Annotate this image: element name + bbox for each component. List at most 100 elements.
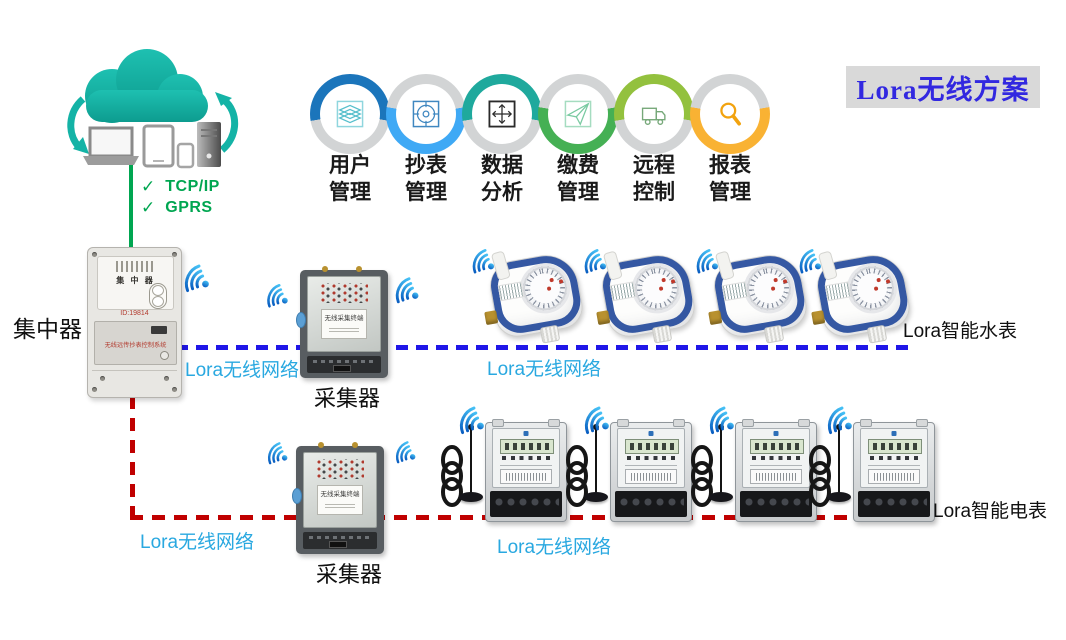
module-label-line2: 管理 (329, 181, 371, 204)
module-label: 报表 管理 (690, 152, 770, 206)
wifi-icon (391, 273, 431, 307)
collector-panel-text: 无线采集终端 (324, 315, 364, 322)
vent-grille (116, 261, 154, 272)
meter-body (853, 419, 935, 522)
module-label-line2: 管理 (557, 181, 599, 204)
lora-red-dashed-line-vertical (130, 396, 135, 520)
compass-arrows-icon (488, 100, 516, 128)
collector-front-panel: 无线采集终端 (303, 452, 377, 528)
module-label-line1: 缴费 (557, 154, 599, 177)
truck-icon (641, 107, 666, 125)
ring-report (690, 74, 770, 154)
water-meter (692, 243, 810, 345)
module-label-line1: 报表 (709, 154, 751, 177)
concentrator-panel-title: 集 中 器 (116, 276, 155, 285)
network-label-blue-1: Lora无线网络 (185, 360, 300, 381)
network-label-red-1: Lora无线网络 (140, 532, 255, 553)
water-meter (795, 243, 913, 345)
lcd-display (750, 439, 804, 454)
electric-meter (690, 402, 820, 522)
module-label-line2: 分析 (481, 181, 523, 204)
protocol-tcpip: TCP/IP (165, 177, 220, 195)
lcd-display (625, 439, 679, 454)
water-meter-label: Lora智能水表 (903, 321, 1018, 342)
terminal-block (490, 491, 562, 517)
concentrator-id-text: ID:19814 (120, 310, 149, 317)
concentrator-buttons (149, 283, 167, 309)
wifi-icon (795, 245, 833, 277)
meter-body (485, 419, 567, 522)
laptop-icon (83, 126, 139, 165)
wifi-icon (580, 402, 622, 438)
electric-meter (440, 402, 570, 522)
antenna-cable (691, 445, 713, 507)
electric-meter (565, 402, 695, 522)
layers-icon (336, 100, 364, 128)
ring-payment (538, 74, 618, 154)
module-label-line2: 管理 (709, 181, 751, 204)
ring-data-analysis (462, 74, 542, 154)
collector-panel-text: 无线采集终端 (320, 491, 360, 498)
indicator-leds (320, 283, 368, 303)
wifi-icon (692, 245, 730, 277)
electric-meter (808, 402, 938, 522)
module-label: 数据 分析 (462, 152, 542, 206)
concentrator-device: 集 中 器 ID:19814 无线远传抄表控制系统 (87, 247, 182, 398)
cloud-group (50, 44, 255, 172)
electric-meter-label: Lora智能电表 (933, 501, 1048, 522)
water-meter (468, 243, 586, 345)
water-meter (580, 243, 698, 345)
antenna-cable (566, 445, 588, 507)
wifi-icon (705, 402, 747, 438)
module-label-line1: 数据 (481, 154, 523, 177)
concentrator-display-panel: 集 中 器 (97, 256, 174, 310)
wifi-icon (468, 245, 506, 277)
lora-blue-dashed-line (176, 345, 916, 350)
collector-nameplate: 无线采集终端 (321, 309, 367, 339)
cloud-icon (85, 49, 208, 123)
meter-body (735, 419, 817, 522)
concentrator-system-text: 无线远传抄表控制系统 (104, 342, 167, 349)
module-data-analysis: 数据 分析 (462, 74, 542, 204)
ring-user-management (310, 74, 390, 154)
target-icon (412, 100, 440, 128)
paper-plane-icon (564, 100, 592, 128)
protocol-item: ✓ GPRS (141, 197, 220, 218)
wifi-icon (580, 245, 618, 277)
module-payment: 缴费 管理 (538, 74, 618, 204)
meter-body (610, 419, 692, 522)
module-label: 用户 管理 (310, 152, 390, 206)
module-report: 报表 管理 (690, 74, 770, 204)
tablet-icon (142, 124, 175, 168)
wifi-icon (263, 280, 299, 311)
lcd-display (500, 439, 554, 454)
ring-meter-reading (386, 74, 466, 154)
check-icon: ✓ (141, 176, 156, 196)
wifi-icon (392, 437, 426, 467)
wifi-icon (455, 402, 497, 438)
check-icon: ✓ (141, 197, 156, 217)
collector-bottom-label: 采集器 (316, 562, 383, 587)
module-meter-reading: 抄表 管理 (386, 74, 466, 204)
module-label-line2: 管理 (405, 181, 447, 204)
network-label-red-2: Lora无线网络 (497, 537, 612, 558)
page-title: Lora无线方案 (856, 74, 1030, 105)
collector-nameplate: 无线采集终端 (317, 485, 363, 515)
module-label-line1: 用户 (329, 154, 371, 177)
magnifier-icon (720, 102, 741, 126)
network-label-blue-2: Lora无线网络 (487, 359, 602, 380)
title-banner: Lora无线方案 (846, 66, 1040, 108)
collector-front-panel: 无线采集终端 (307, 276, 381, 352)
protocol-list: ✓ TCP/IP ✓ GPRS (141, 176, 220, 218)
module-user-management: 用户 管理 (310, 74, 390, 204)
lcd-display (868, 439, 922, 454)
seal-tag (296, 312, 306, 328)
protocol-item: ✓ TCP/IP (141, 176, 220, 197)
terminal-block (307, 356, 381, 373)
collector-top-label: 采集器 (314, 386, 381, 411)
reset-button (160, 351, 169, 360)
indicator-leds (316, 459, 364, 479)
protocol-gprs: GPRS (165, 198, 213, 216)
wifi-icon (264, 438, 298, 468)
phone-icon (176, 142, 195, 169)
